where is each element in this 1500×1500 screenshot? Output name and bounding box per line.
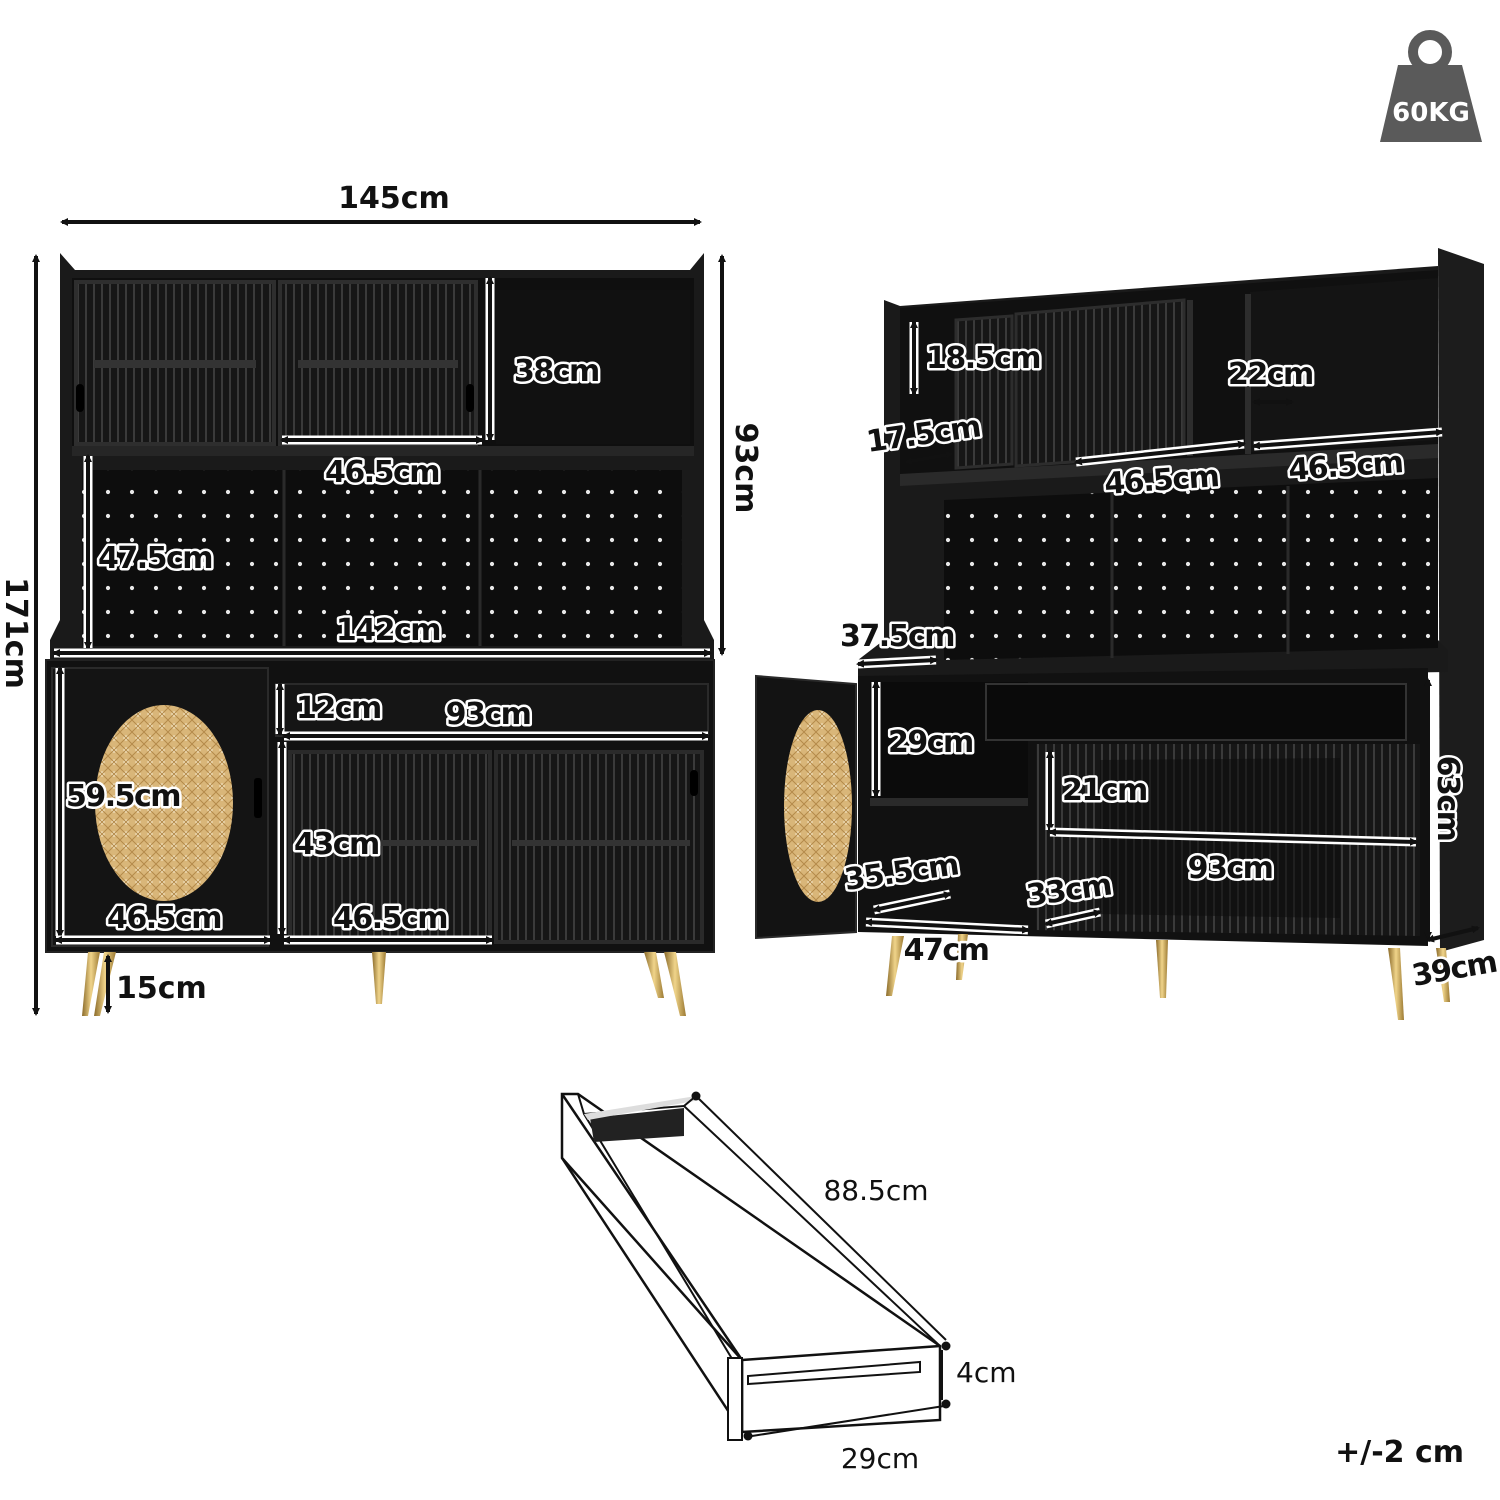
- dim-top-cabinet-height: 38cm: [514, 354, 599, 389]
- dim-base-depth: 39cm: [1409, 945, 1499, 994]
- dim-drawer-depth-height: 4cm: [956, 1356, 1016, 1389]
- angled-dimension-labels: 18.5cm 17.5cm 22cm 46.5cm 46.5cm 37.5cm …: [838, 339, 1500, 997]
- front-dimension-labels: 145cm 171cm 93cm 38cm 46.5cm 47.5cm 142c…: [0, 181, 763, 1006]
- front-leg: [82, 952, 100, 1016]
- angled-pegboard: [944, 478, 1438, 660]
- dim-leg-height: 15cm: [116, 971, 207, 1006]
- lower-glass-door-left: [288, 750, 492, 944]
- dim-small-cabinet-height: 18.5cm: [926, 341, 1040, 376]
- dim-lower-shelf-height: 21cm: [1062, 773, 1147, 808]
- dim-overall-width: 145cm: [338, 181, 450, 216]
- dim-base-width: 47cm: [904, 933, 989, 968]
- dim-lower-width: 93cm: [1188, 851, 1273, 886]
- dim-lower-door-width: 46.5cm: [333, 901, 447, 936]
- dim-pegboard-height: 47.5cm: [98, 541, 212, 576]
- dim-lower-right-height: 63cm: [1430, 756, 1465, 841]
- dim-drawer-width-detail: 29cm: [841, 1442, 919, 1475]
- drawer-detail: [560, 1091, 951, 1441]
- dim-drawer-height: 12cm: [296, 691, 381, 726]
- dim-shelf-depth: 37.5cm: [840, 619, 954, 654]
- weight-label: 60KG: [1392, 98, 1470, 128]
- front-view: [45, 253, 715, 1016]
- dim-overall-height: 171cm: [0, 577, 33, 689]
- angled-view: [755, 248, 1484, 1020]
- rattan-panel: [95, 705, 233, 901]
- front-dimensions: [32, 218, 726, 1016]
- dim-pegboard-width: 142cm: [336, 613, 440, 648]
- dim-rattan-door-width: 46.5cm: [107, 901, 221, 936]
- angled-top-glass-doors: [1014, 298, 1186, 468]
- dim-lower-cabinet-height: 43cm: [294, 827, 379, 862]
- drawer-dimension-labels: 88.5cm 4cm 29cm: [823, 1174, 1016, 1475]
- dim-rattan-door-height: 59.5cm: [66, 779, 180, 814]
- dim-upper-height: 93cm: [728, 423, 763, 514]
- angled-open-drawer: [985, 683, 1407, 741]
- dim-drawer-length: 88.5cm: [823, 1174, 928, 1207]
- dim-top-open-depth: 22cm: [1228, 357, 1313, 392]
- dim-cabinet-inner-height: 29cm: [888, 725, 973, 760]
- lower-glass-door-right: [494, 750, 704, 944]
- angled-dimensions: [856, 320, 1480, 943]
- weight-icon: 60KG: [1380, 30, 1482, 142]
- tolerance-note: +/-2 cm: [1335, 1435, 1464, 1470]
- dim-drawer-width: 93cm: [446, 697, 531, 732]
- top-open-compartment: [496, 290, 690, 444]
- front-pegboard: [82, 470, 682, 646]
- dim-top-door-width: 46.5cm: [325, 455, 439, 490]
